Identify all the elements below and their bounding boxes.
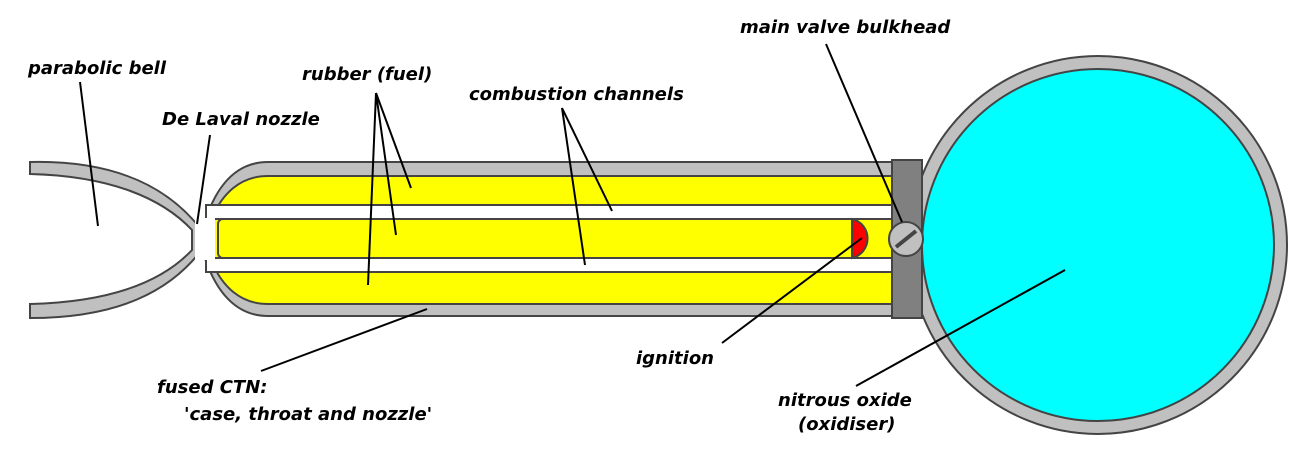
- leader-bulkhead: [825, 43, 903, 223]
- label-rubber-fuel: rubber (fuel): [302, 64, 432, 85]
- leader-parabolic-bell: [79, 81, 99, 227]
- label-oxidiser-line1: nitrous oxide: [778, 390, 912, 411]
- leader-oxidiser: [855, 269, 1066, 387]
- leader-rubber-1: [375, 92, 412, 189]
- leader-combustion-2: [561, 107, 586, 266]
- label-oxidiser-line2: (oxidiser): [798, 414, 895, 435]
- combustion-channel-lower: [205, 257, 894, 273]
- label-combustion-channels: combustion channels: [469, 84, 684, 105]
- main-valve-slot: [894, 229, 918, 249]
- label-parabolic-bell: parabolic bell: [27, 58, 167, 79]
- leader-de-laval: [196, 134, 211, 225]
- leader-combustion-1: [561, 107, 613, 212]
- label-de-laval-nozzle: De Laval nozzle: [162, 109, 320, 130]
- leader-rubber-2: [375, 92, 397, 236]
- throat-gap: [195, 218, 215, 260]
- label-main-valve-bulkhead: main valve bulkhead: [740, 17, 951, 38]
- leader-fused-ctn: [260, 308, 428, 372]
- label-ignition: ignition: [636, 348, 714, 369]
- oxidiser-tank: [921, 68, 1275, 422]
- fuel-core: [217, 218, 859, 259]
- label-fused-ctn-line2: 'case, throat and nozzle': [184, 404, 432, 425]
- leader-ignition: [721, 237, 863, 344]
- label-fused-ctn-line1: fused CTN:: [157, 377, 267, 398]
- combustion-channel-upper: [205, 204, 894, 220]
- leader-rubber-3: [367, 92, 377, 286]
